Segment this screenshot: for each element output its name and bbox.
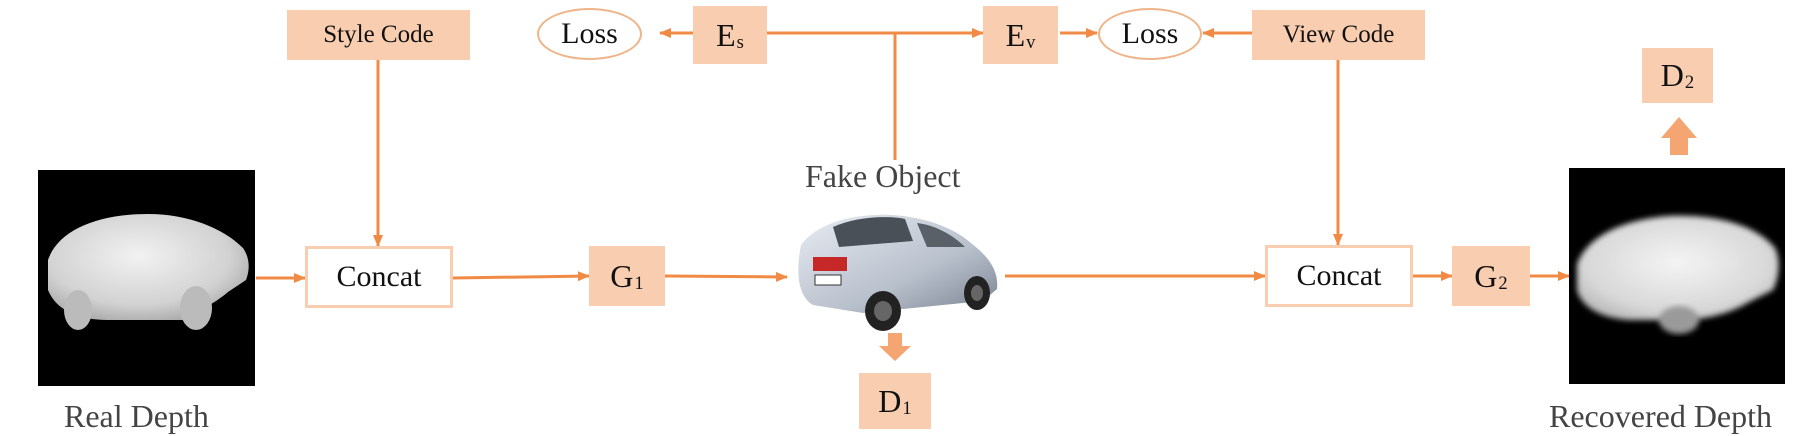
discriminator-1-main: D	[878, 382, 902, 419]
concat-box-left: Concat	[305, 246, 453, 308]
style-code-box: Style Code	[287, 10, 470, 60]
encoder-v-main: E	[1005, 16, 1026, 53]
arrow-to-d1	[879, 333, 911, 361]
real-depth-caption: Real Depth	[64, 398, 209, 434]
recovered-depth-image	[1569, 168, 1785, 384]
discriminator-2-sub: 2	[1684, 72, 1695, 94]
car-photo-icon	[798, 214, 998, 331]
generator-1-main: G	[610, 257, 634, 294]
arrow-g1-to-fakeobject	[664, 271, 788, 282]
view-code-box: View Code	[1252, 10, 1425, 60]
recovered-depth-caption: Recovered Depth	[1549, 398, 1773, 434]
fake-object-image	[793, 205, 1005, 333]
encoder-s-main: E	[716, 16, 736, 53]
discriminator-1-sub: 1	[902, 397, 912, 419]
encoder-s-sub: s	[736, 31, 744, 53]
real-depth-image	[38, 170, 255, 386]
loss-oval-left: Loss	[537, 8, 642, 60]
encoder-v-sub: v	[1026, 31, 1036, 53]
car-silhouette-icon	[48, 214, 249, 330]
generator-2-main: G	[1474, 257, 1498, 294]
blurred-car-silhouette-icon	[1577, 215, 1779, 334]
discriminator-2-main: D	[1660, 57, 1684, 93]
arrow-concat-to-g1	[452, 271, 590, 282]
fake-object-caption: Fake Object	[805, 158, 961, 194]
concat-box-right: Concat	[1265, 245, 1413, 307]
arrow-to-d2	[1661, 117, 1697, 155]
generator-1-sub: 1	[634, 272, 644, 294]
generator-2-sub: 2	[1498, 272, 1508, 294]
loss-oval-right: Loss	[1098, 8, 1202, 60]
